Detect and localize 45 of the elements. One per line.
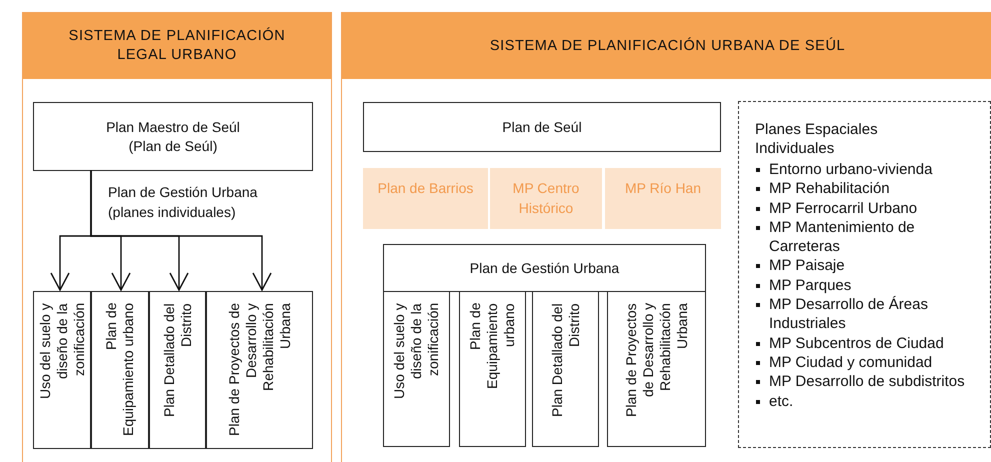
list-item: etc. [769,392,794,411]
plan-box [607,291,706,447]
plan-box [605,168,721,229]
list-item: MP Mantenimiento de Carreteras [769,218,916,256]
list-item: MP Desarrollo de Áreas Industriales [769,295,929,334]
panel [22,12,332,462]
list-item: MP Ciudad y comunidad [769,352,934,372]
plan-label: Plan de Proyectos de Desarrollo y Rehabilitación Urbana [622,303,690,419]
list-item: MP Ferrocarril Urbano [769,198,918,218]
plan-box [490,168,602,229]
list-heading: Planes Espaciales Individuales [755,120,879,158]
list-item: MP Subcentros de Ciudad [769,334,945,353]
plan-label: Plan Maestro de Seúl (Plan de Seúl) [105,118,241,156]
plan-label: Plan de Barrios [378,179,474,198]
plan-box [363,168,488,229]
plan-box [33,102,313,171]
plan-box [363,102,721,152]
panel-header: SISTEMA DE PLANIFICACIÓN LEGAL URBANO [23,13,331,79]
list-item: MP Rehabilitación [769,179,891,199]
panel [341,12,991,462]
plan-label: MP Centro Histórico [512,179,580,218]
plan-label: Plan de Seúl [502,118,582,136]
flow-label: Plan de Gestión Urbana (planes individuales) [108,183,258,222]
dashed-list-box [738,101,991,448]
plan-box [532,291,599,447]
plan-box [33,291,91,449]
plan-box [383,244,706,292]
plan-box [149,291,206,449]
plan-label: MP Río Han [625,179,701,198]
list-item: MP Desarrollo de subdistritos [769,372,966,392]
plan-box [383,291,450,447]
arrow [90,170,272,291]
plan-label: Uso del suelo y diseño de la zonificación [391,303,442,401]
plan-label: Plan Detallado del Distrito [160,303,194,419]
plan-box [206,291,313,449]
list-item: MP Parques [769,276,852,296]
plan-label: Plan Detallado del Distrito [548,303,582,419]
list-item: MP Paisaje [769,256,846,276]
plan-box [91,291,149,449]
plan-label: Plan de Proyectos de Desarrollo y Rehabilitación Urbana [226,303,294,437]
list-item: Entorno urbano-vivienda [769,160,934,180]
plan-label: Plan de Gestión Urbana [470,258,620,278]
panel-header: SISTEMA DE PLANIFICACIÓN URBANA DE SEÚL [342,13,991,79]
plan-label: Uso del suelo y diseño de la zonificación [36,303,88,401]
plan-box [459,291,526,447]
